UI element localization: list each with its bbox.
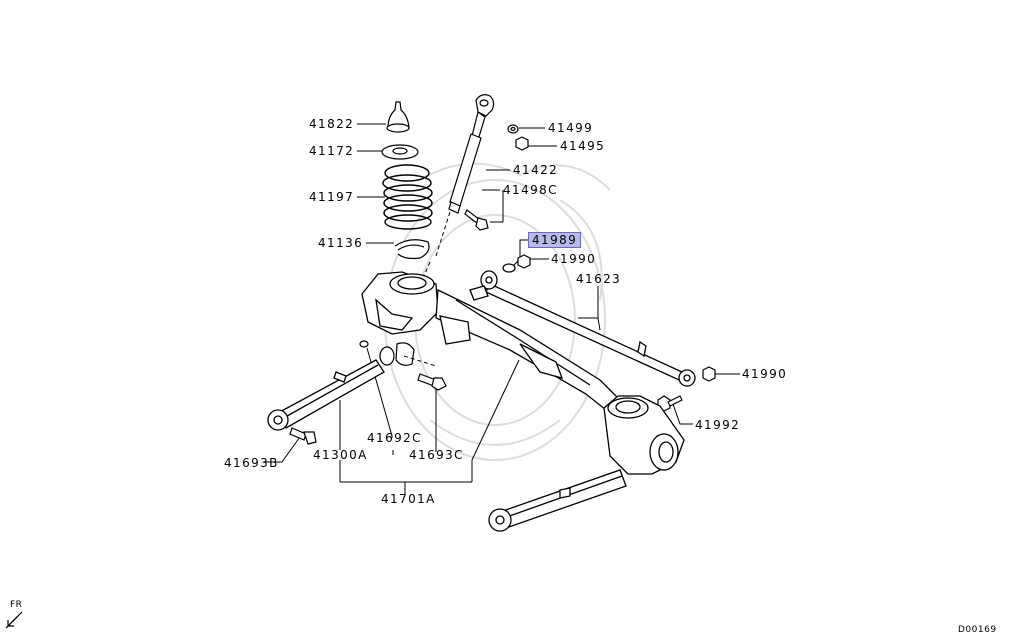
label-41693b[interactable]: 41693B — [224, 456, 279, 470]
spring-pad-41136 — [394, 239, 430, 260]
label-41701a[interactable]: 41701A — [381, 492, 436, 506]
label-41422[interactable]: 41422 — [513, 163, 559, 177]
nut-41495 — [515, 136, 529, 151]
label-41992[interactable]: 41992 — [695, 418, 741, 432]
watermark-emblem — [384, 162, 611, 461]
coil-spring-41197 — [382, 164, 433, 230]
washer-41499 — [507, 124, 519, 134]
trailing-arm-right — [488, 469, 627, 532]
bolt-41693b — [289, 427, 317, 445]
label-41172[interactable]: 41172 — [309, 144, 355, 158]
label-41300a[interactable]: 41300A — [313, 448, 368, 462]
nut-41990-right — [702, 366, 716, 382]
bolt-41693c — [417, 373, 447, 391]
trailing-arm-left-41300a — [267, 359, 385, 431]
nut-41990-upper — [517, 254, 531, 269]
label-41499[interactable]: 41499 — [548, 121, 594, 135]
bolt-41498c — [464, 209, 489, 231]
label-41623[interactable]: 41623 — [576, 272, 622, 286]
front-arrow-icon — [5, 611, 23, 629]
alignment-line — [435, 211, 451, 257]
front-marker-label: FR — [10, 600, 23, 610]
bushing-alignment-line — [403, 355, 437, 367]
bushing-41692c — [359, 340, 415, 366]
label-41822[interactable]: 41822 — [309, 117, 355, 131]
label-41498c[interactable]: 41498C — [503, 183, 558, 197]
diagram-code: D00169 — [958, 625, 997, 635]
axle-housing — [361, 271, 685, 475]
label-41990-right[interactable]: 41990 — [742, 367, 788, 381]
bump-stopper-41822 — [386, 101, 410, 133]
label-41990-upper[interactable]: 41990 — [551, 252, 597, 266]
spring-seat-41172 — [381, 144, 419, 160]
label-41495[interactable]: 41495 — [560, 139, 606, 153]
label-41692c[interactable]: 41692C — [367, 431, 422, 445]
label-41693c[interactable]: 41693C — [409, 448, 464, 462]
lateral-rod-41623 — [480, 270, 696, 387]
shock-absorber-41422 — [448, 94, 495, 214]
label-41197[interactable]: 41197 — [309, 190, 355, 204]
bushing-41989 — [502, 263, 516, 273]
label-41989-highlighted[interactable]: 41989 — [528, 232, 582, 248]
leader-lines — [265, 123, 740, 494]
label-41136[interactable]: 41136 — [318, 236, 364, 250]
